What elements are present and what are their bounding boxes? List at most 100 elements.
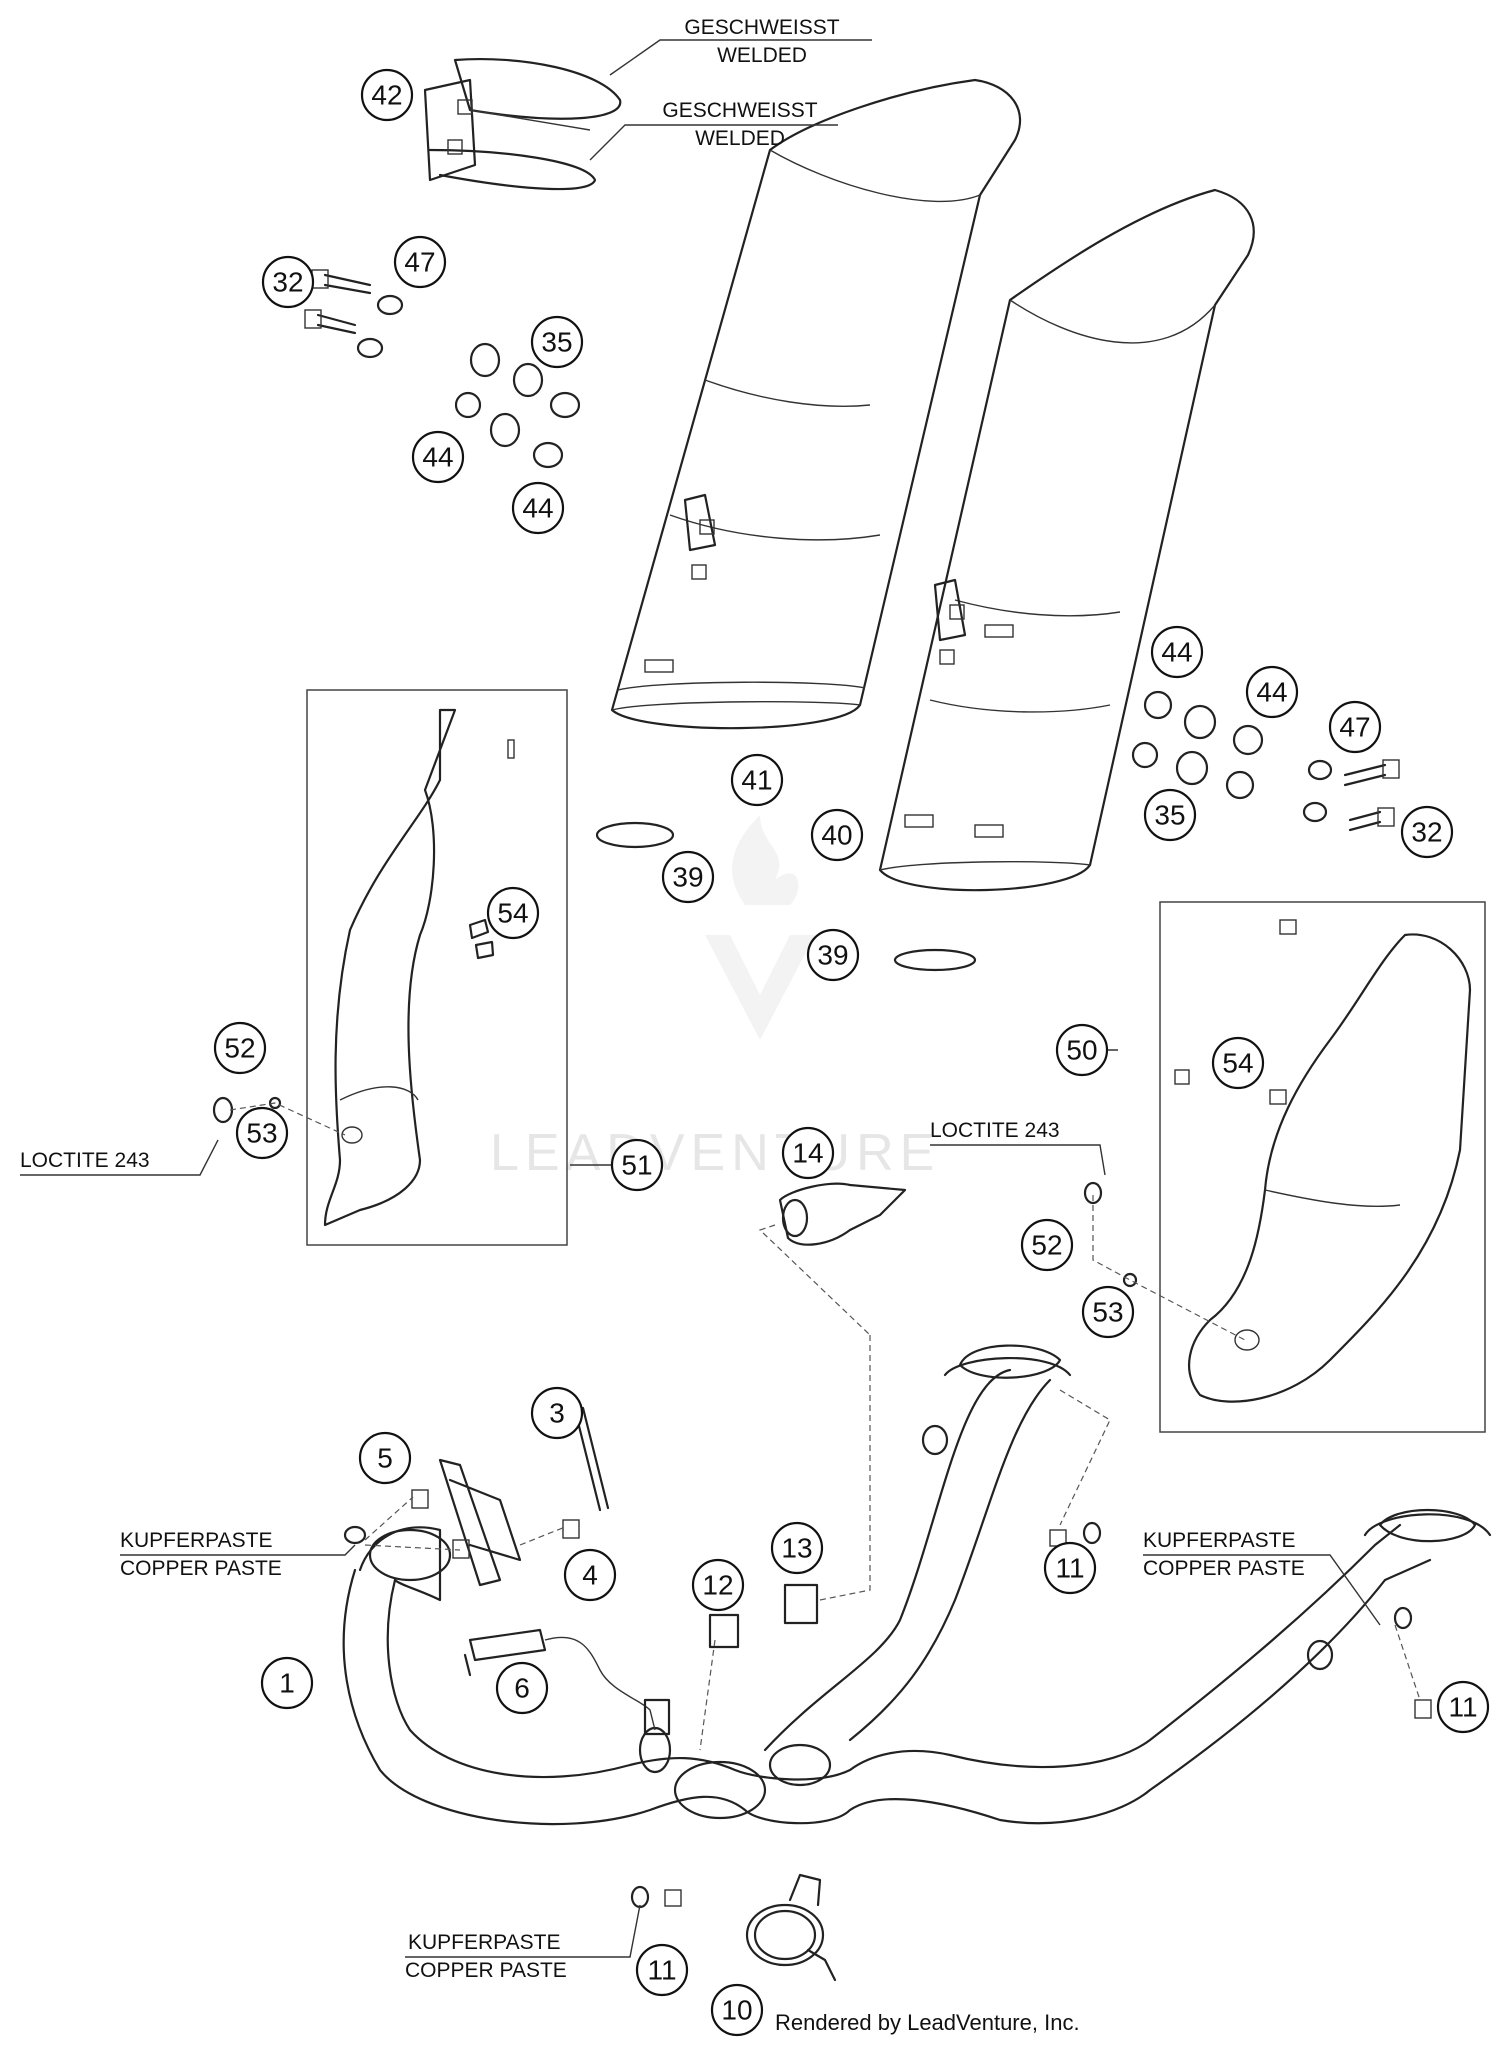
gasket-upper	[595, 821, 675, 849]
callout-35: 35	[1143, 788, 1197, 842]
watermark-logo	[705, 815, 815, 1040]
svg-text:13: 13	[781, 1533, 812, 1564]
svg-text:11: 11	[1448, 1692, 1477, 1723]
svg-text:14: 14	[792, 1138, 823, 1169]
bolt-11-b	[1414, 1699, 1432, 1719]
callout-12: 12	[691, 1558, 745, 1612]
loctite-note-left: LOCTITE 243	[20, 1149, 150, 1172]
copper-paste-note-en-2: COPPER PASTE	[1143, 1557, 1305, 1580]
svg-text:53: 53	[1092, 1297, 1123, 1328]
callout-1: 1	[260, 1656, 314, 1710]
svg-text:6: 6	[514, 1673, 530, 1704]
svg-text:44: 44	[422, 442, 453, 473]
callout-44: 44	[1245, 665, 1299, 719]
callout-52: 52	[1020, 1218, 1074, 1272]
nut	[783, 1583, 819, 1625]
leader-lines	[20, 39, 1421, 1958]
callout-14: 14	[781, 1126, 835, 1180]
callout-44: 44	[1150, 625, 1204, 679]
svg-text:44: 44	[1161, 637, 1192, 668]
callout-53: 53	[235, 1106, 289, 1160]
callout-41: 41	[730, 753, 784, 807]
watermark-text: LEADVENTURE	[490, 1124, 940, 1182]
welded-note-en-1: WELDED	[717, 44, 807, 67]
svg-text:52: 52	[1031, 1230, 1062, 1261]
callout-39: 39	[661, 850, 715, 904]
copper-paste-note-de-1: KUPFERPASTE	[120, 1529, 272, 1552]
svg-text:35: 35	[1154, 800, 1185, 831]
svg-text:41: 41	[741, 765, 772, 796]
callout-3: 3	[530, 1386, 584, 1440]
svg-text:32: 32	[272, 267, 303, 298]
svg-text:35: 35	[541, 327, 572, 358]
svg-text:44: 44	[1256, 677, 1287, 708]
callout-35: 35	[530, 315, 584, 369]
copper-paste-note-de-3: KUPFERPASTE	[408, 1931, 560, 1954]
muffler-left	[610, 78, 1021, 730]
callout-53: 53	[1081, 1285, 1135, 1339]
gasket-lower	[893, 948, 977, 972]
welded-note-de-1: GESCHWEISST	[684, 16, 839, 39]
svg-text:10: 10	[721, 1995, 752, 2026]
svg-text:39: 39	[672, 862, 703, 893]
welded-note-de-2: GESCHWEISST	[662, 99, 817, 122]
callout-32: 32	[1400, 805, 1454, 859]
svg-text:3: 3	[549, 1398, 565, 1429]
svg-text:1: 1	[279, 1668, 295, 1699]
copper-paste-note-en-1: COPPER PASTE	[120, 1557, 282, 1580]
callout-52: 52	[213, 1021, 267, 1075]
svg-text:53: 53	[246, 1118, 277, 1149]
callout-10: 10	[710, 1983, 764, 2037]
svg-text:39: 39	[817, 940, 848, 971]
callout-40: 40	[810, 808, 864, 862]
lambda-sensor	[463, 1628, 671, 1736]
bracket-clamp-drawing	[423, 57, 622, 191]
callout-11: 11	[1436, 1680, 1490, 1734]
paste-dot-right	[1082, 1521, 1102, 1545]
sensor-bracket	[778, 1182, 907, 1246]
svg-text:4: 4	[582, 1560, 598, 1591]
spacer	[708, 1613, 740, 1649]
callout-44: 44	[411, 430, 465, 484]
washer-52-right	[1083, 1181, 1103, 1205]
rendered-by-footer: Rendered by LeadVenture, Inc.	[775, 2010, 1080, 2035]
callout-5: 5	[358, 1431, 412, 1485]
copper-paste-note-de-2: KUPFERPASTE	[1143, 1529, 1295, 1552]
svg-text:54: 54	[1222, 1048, 1253, 1079]
callout-47: 47	[393, 235, 447, 289]
exhaust-clamp	[745, 1873, 837, 1982]
paste-dot-bottom	[630, 1885, 650, 1909]
callout-4: 4	[563, 1548, 617, 1602]
washer-53-right	[1122, 1272, 1138, 1288]
svg-text:54: 54	[497, 898, 528, 929]
callout-54: 54	[1211, 1036, 1265, 1090]
paste-dot-right-2	[1393, 1606, 1413, 1630]
callout-6: 6	[495, 1661, 549, 1715]
mounting-hardware-left	[304, 269, 581, 469]
callout-54: 54	[486, 886, 540, 940]
svg-text:44: 44	[522, 493, 553, 524]
muffler-right	[878, 188, 1255, 892]
welded-note-en-2: WELDED	[695, 127, 785, 150]
svg-text:47: 47	[404, 247, 435, 278]
washer-52-left	[212, 1096, 234, 1124]
washer-53-left	[268, 1096, 282, 1110]
heat-shield-right-box	[1159, 901, 1486, 1433]
exhaust-manifold	[342, 1344, 1492, 1826]
svg-text:12: 12	[702, 1570, 733, 1601]
mounting-hardware-right	[1131, 690, 1400, 832]
svg-text:40: 40	[821, 820, 852, 851]
callout-44: 44	[511, 481, 565, 535]
svg-text:47: 47	[1339, 712, 1370, 743]
callout-50: 50	[1055, 1023, 1109, 1077]
bolt-11-c	[664, 1889, 682, 1907]
copper-paste-note-en-3: COPPER PASTE	[405, 1959, 567, 1982]
svg-text:11: 11	[1055, 1553, 1084, 1584]
callout-32: 32	[261, 255, 315, 309]
svg-text:32: 32	[1411, 817, 1442, 848]
callout-51: 51	[610, 1138, 664, 1192]
heat-shield-left-box	[306, 689, 568, 1246]
svg-text:50: 50	[1066, 1035, 1097, 1066]
callout-11: 11	[635, 1943, 689, 1997]
